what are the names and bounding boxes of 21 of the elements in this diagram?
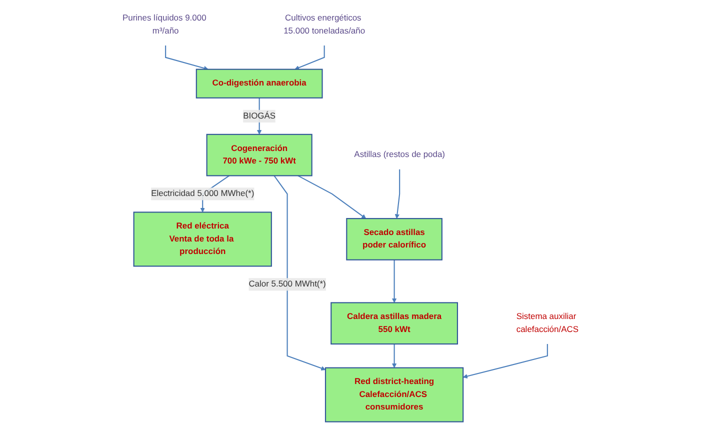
node-box: Secado astillas poder calorífico <box>346 218 442 260</box>
node-box: Cogeneración 700 kWe - 750 kWt <box>206 134 312 176</box>
arrow <box>298 175 366 219</box>
node-box: Caldera astillas madera 550 kWt <box>330 302 458 344</box>
edge-label: Electricidad 5.000 MWhe(*) <box>151 189 254 198</box>
node-text: Purines líquidos 9.000 m³/año <box>122 14 206 36</box>
edge-label: BIOGÁS <box>243 111 276 120</box>
arrow <box>462 344 548 379</box>
node-box: Red eléctrica Venta de toda la producción <box>133 212 272 267</box>
node-box: Red district-heating Calefacción/ACS consumidores <box>324 367 464 422</box>
node-text: Astillas (restos de poda) <box>354 150 445 160</box>
edge-label: Calor 5.500 MWht(*) <box>248 280 326 289</box>
arrow <box>392 260 397 303</box>
node-text: Cultivos energéticos 15.000 toneladas/año <box>284 14 366 36</box>
node-text: Sistema auxiliar calefacción/ACS <box>516 312 578 334</box>
arrow <box>394 169 400 219</box>
arrow <box>274 175 326 371</box>
arrow <box>294 46 325 70</box>
arrow <box>392 344 397 368</box>
arrow <box>165 46 208 70</box>
node-box: Co-digestión anaerobia <box>196 68 323 98</box>
